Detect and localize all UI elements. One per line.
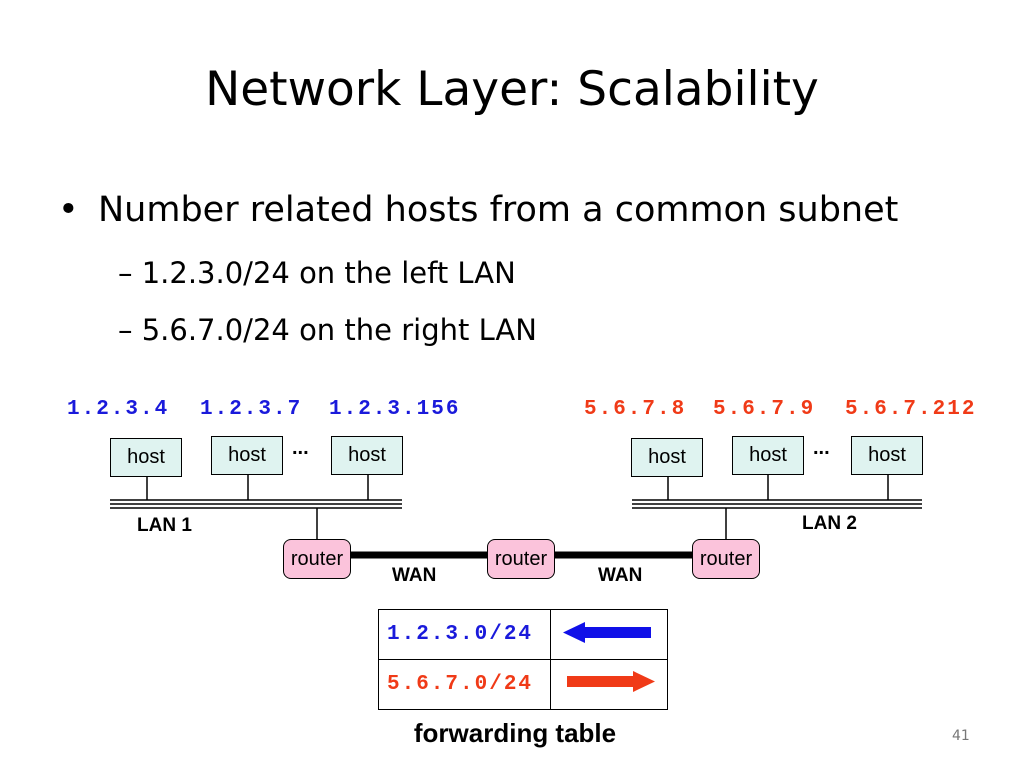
forwarding-direction-cell	[550, 609, 668, 660]
slide-title: Network Layer: Scalability	[205, 62, 819, 117]
ellipsis-right: ...	[813, 437, 830, 459]
sub-item-left-lan: – 1.2.3.0/24 on the left LAN	[118, 256, 516, 290]
forwarding-table-row: 5.6.7.0/24	[378, 659, 668, 710]
wan-label-right: WAN	[598, 565, 643, 586]
forwarding-table: 1.2.3.0/24 5.6.7.0/24	[378, 609, 668, 710]
right-arrow-icon	[567, 671, 655, 692]
forwarding-table-row: 1.2.3.0/24	[378, 609, 668, 660]
ip-address-right-1: 5.6.7.8	[584, 398, 687, 421]
forwarding-prefix: 5.6.7.0/24	[378, 659, 551, 710]
host-box: host	[110, 438, 182, 477]
sub-item-right-lan: – 5.6.7.0/24 on the right LAN	[118, 313, 537, 347]
page-number: 41	[952, 728, 970, 744]
bullet-marker: •	[58, 190, 79, 230]
ellipsis-left: ...	[292, 437, 309, 459]
bullet-item: • Number related hosts from a common subn…	[58, 190, 898, 230]
lan2-label: LAN 2	[802, 513, 857, 534]
ip-address-right-2: 5.6.7.9	[713, 398, 816, 421]
router-right: router	[692, 539, 760, 579]
wan-label-left: WAN	[392, 565, 437, 586]
forwarding-direction-cell	[550, 659, 668, 710]
left-arrow-icon	[563, 622, 651, 643]
ip-address-left-2: 1.2.3.7	[200, 398, 303, 421]
ip-address-left-1: 1.2.3.4	[67, 398, 170, 421]
bullet-text: Number related hosts from a common subne…	[98, 190, 899, 230]
router-left: router	[283, 539, 351, 579]
router-middle: router	[487, 539, 555, 579]
host-box: host	[851, 436, 923, 475]
ip-address-left-3: 1.2.3.156	[329, 398, 461, 421]
ip-address-right-3: 5.6.7.212	[845, 398, 977, 421]
host-box: host	[211, 436, 283, 475]
host-box: host	[331, 436, 403, 475]
lan1-label: LAN 1	[137, 515, 192, 536]
forwarding-table-caption: forwarding table	[413, 718, 617, 748]
host-box: host	[631, 438, 703, 477]
host-box: host	[732, 436, 804, 475]
forwarding-prefix: 1.2.3.0/24	[378, 609, 551, 660]
